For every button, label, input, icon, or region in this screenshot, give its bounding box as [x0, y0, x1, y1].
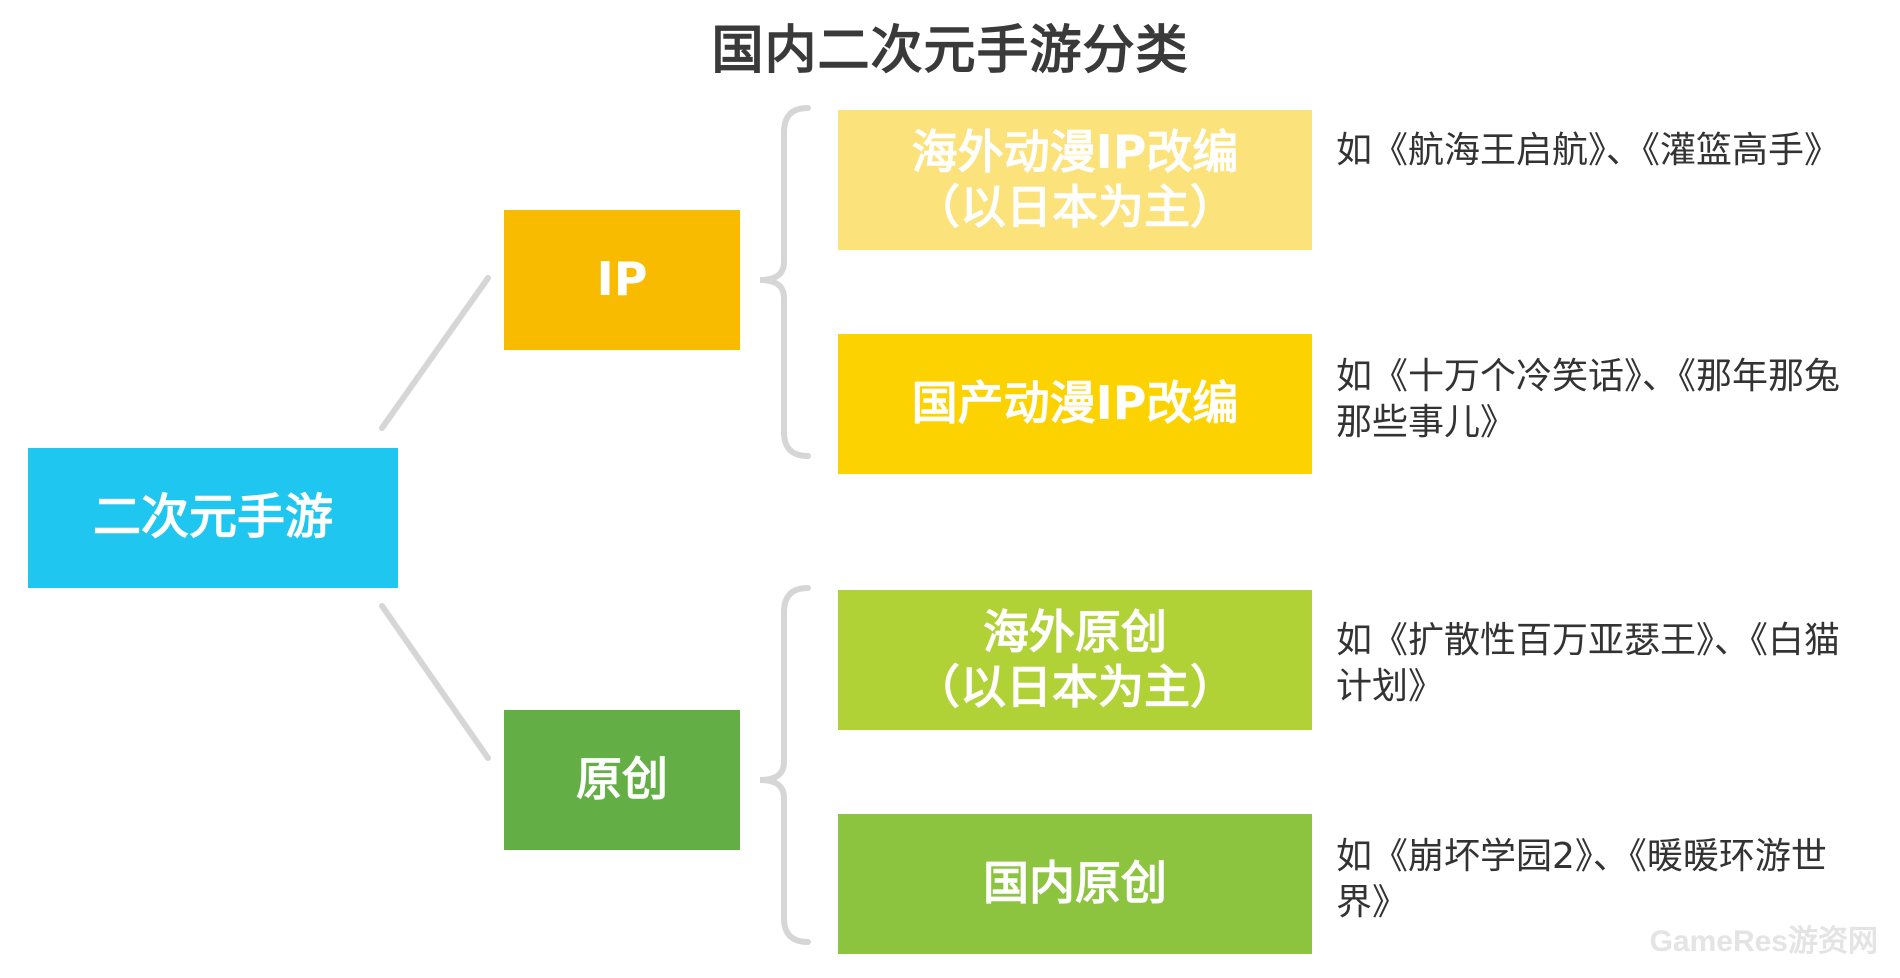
leaf-node-overseas-anime-ip: 海外动漫IP改编 （以日本为主）	[838, 110, 1312, 250]
leaf-node-line: 海外原创	[983, 604, 1167, 659]
root-node: 二次元手游	[28, 448, 398, 588]
leaf-node-line: （以日本为主）	[914, 660, 1236, 714]
example-text-overseas-original: 如《扩散性百万亚瑟王》、《白猫计划》	[1336, 620, 1841, 707]
bracket-original	[759, 585, 811, 945]
branch-node-label: 原创	[576, 752, 668, 807]
leaf-node-line: 海外动漫IP改编	[911, 124, 1239, 179]
example-text-overseas-anime-ip: 如《航海王启航》、《灌篮高手》	[1336, 130, 1841, 171]
leaf-node-line: （以日本为主）	[914, 180, 1236, 234]
example-text-domestic-anime-ip: 如《十万个冷笑话》、《那年那兔那些事儿》	[1336, 356, 1841, 443]
watermark-logo: GameRes游资网	[1649, 925, 1878, 958]
leaf-node-line: 国内原创	[983, 856, 1167, 911]
bracket-ip	[759, 105, 811, 459]
leaf-node-domestic-anime-ip: 国产动漫IP改编	[838, 334, 1312, 474]
connector-root-original	[379, 603, 491, 761]
branch-node-ip: IP	[504, 210, 740, 350]
connector-root-ip	[379, 275, 491, 431]
branch-node-label: IP	[596, 252, 648, 307]
diagram-title: 国内二次元手游分类	[711, 21, 1189, 81]
leaf-node-line: 国产动漫IP改编	[911, 376, 1239, 431]
leaf-node-overseas-original: 海外原创 （以日本为主）	[838, 590, 1312, 730]
leaf-node-domestic-original: 国内原创	[838, 814, 1312, 954]
example-text-domestic-original: 如《崩坏学园2》、《暖暖环游世界》	[1336, 836, 1827, 923]
branch-node-original: 原创	[504, 710, 740, 850]
root-node-label: 二次元手游	[92, 489, 333, 546]
